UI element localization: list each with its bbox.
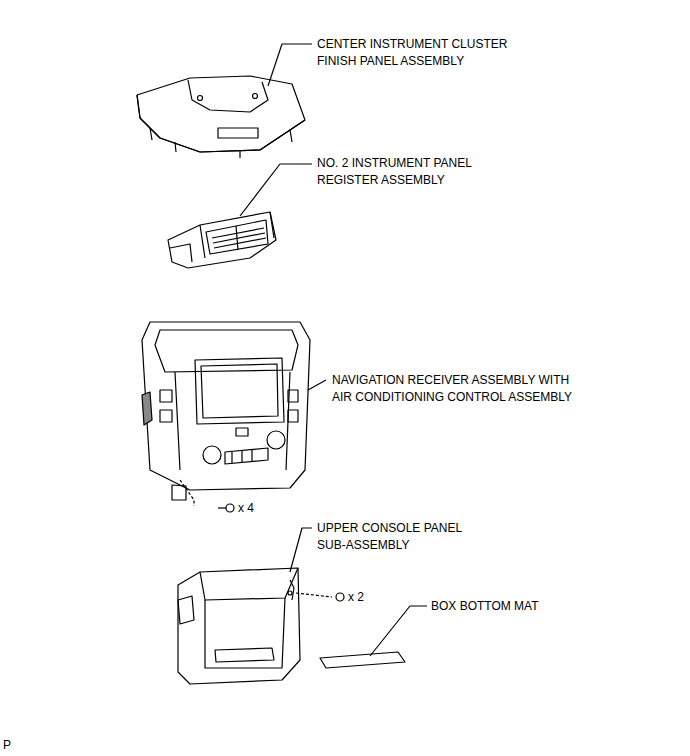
leader-line — [370, 606, 427, 656]
quantity-label: x 4 — [238, 500, 254, 517]
screw-guide-line — [296, 593, 332, 597]
mat-drawing — [320, 652, 405, 668]
finish-panel-drawing — [137, 76, 305, 158]
console-panel-drawing — [178, 568, 300, 684]
part-name: NAVIGATION RECEIVER ASSEMBLY WITH AIR CO… — [332, 372, 588, 406]
part-name: BOX BOTTOM MAT — [431, 598, 539, 615]
register-drawing — [168, 212, 276, 268]
leader-line — [268, 44, 312, 86]
quantity-label: x 2 — [348, 589, 364, 606]
figure-code: P — [3, 737, 11, 754]
leader-line — [308, 380, 326, 390]
part-name: NO. 2 INSTRUMENT PANEL REGISTER ASSEMBLY — [317, 155, 489, 189]
screw-drawing — [336, 593, 344, 601]
part-name: UPPER CONSOLE PANEL SUB-ASSEMBLY — [317, 520, 479, 554]
leader-line — [290, 528, 312, 572]
screw-guide-line — [180, 480, 194, 506]
part-name: CENTER INSTRUMENT CLUSTER FINISH PANEL A… — [317, 36, 522, 70]
navigation-receiver-drawing — [142, 322, 310, 500]
leader-line — [240, 164, 312, 216]
screw-drawing — [218, 504, 234, 512]
